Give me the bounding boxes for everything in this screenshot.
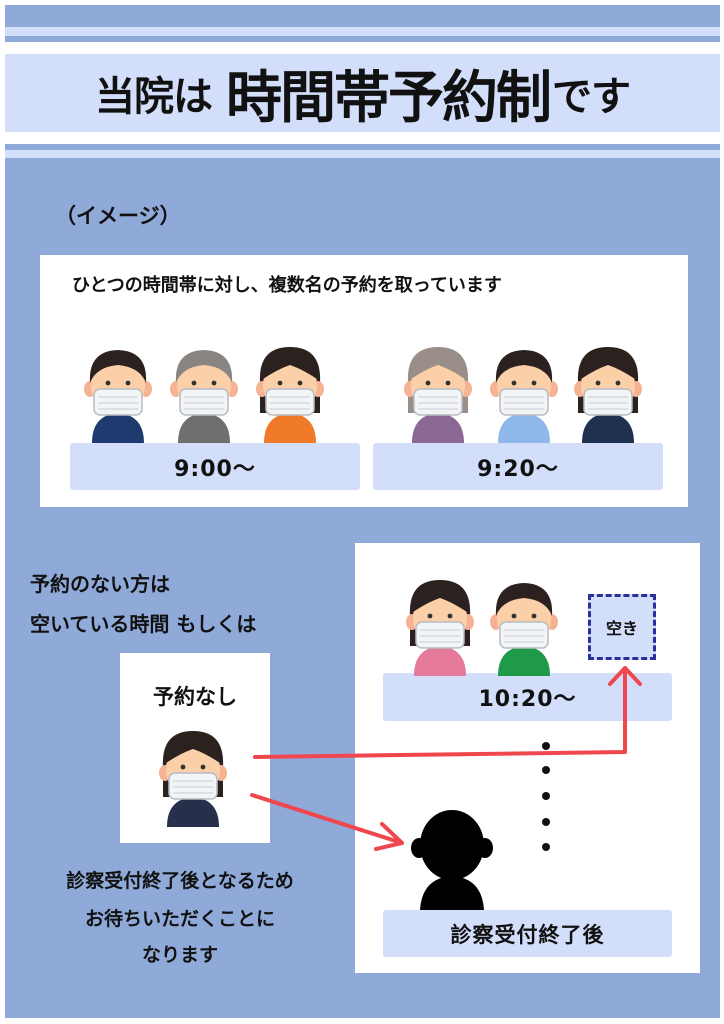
vacant-label: 空き (605, 619, 638, 638)
person-1020-1 (490, 583, 558, 676)
image-label: （イメージ） (55, 204, 181, 228)
continuation-dots (542, 742, 550, 851)
left-text-line1: 予約のない方は (30, 572, 170, 596)
person-0900-2 (256, 347, 324, 443)
bottom-text-line3: なります (141, 944, 218, 966)
top-stripe (5, 5, 720, 27)
time-slot-0900: 9:00〜 (70, 443, 360, 490)
person-0920-2 (574, 347, 642, 443)
time-slot-0920: 9:20〜 (373, 443, 663, 490)
arrow-to-after-reception (250, 793, 404, 851)
person-0920-0 (404, 347, 472, 443)
person-walkin (159, 731, 227, 827)
person-0900-0 (84, 350, 152, 443)
top-card-heading: ひとつの時間帯に対し、複数名の予約を取っています (72, 275, 502, 296)
mid-stripe-light (5, 150, 720, 158)
left-text-line2: 空いている時間 もしくは (30, 612, 257, 636)
walkin-label: 予約なし (153, 685, 237, 709)
bottom-text-line1: 診察受付終了後となるため (66, 870, 294, 892)
arrow-to-vacant (253, 666, 642, 759)
title-prefix: 当院は (95, 74, 213, 120)
top-stripe-light (5, 27, 720, 36)
title-main: 時間帯予約制 (226, 65, 552, 131)
bottom-text-line2: お待ちいただくことに (84, 908, 275, 930)
page-title: 当院は 時間帯予約制 です (5, 54, 720, 132)
title-suffix: です (552, 74, 631, 120)
vacant-slot: 空き (588, 594, 656, 660)
person-1020-0 (406, 580, 474, 676)
top-stripe-thin (5, 36, 720, 42)
person-0900-1 (170, 350, 238, 443)
mid-stripe (5, 144, 720, 150)
silhouette-icon (411, 810, 493, 910)
after-reception-bar: 診察受付終了後 (383, 910, 672, 957)
person-0920-1 (490, 350, 558, 443)
